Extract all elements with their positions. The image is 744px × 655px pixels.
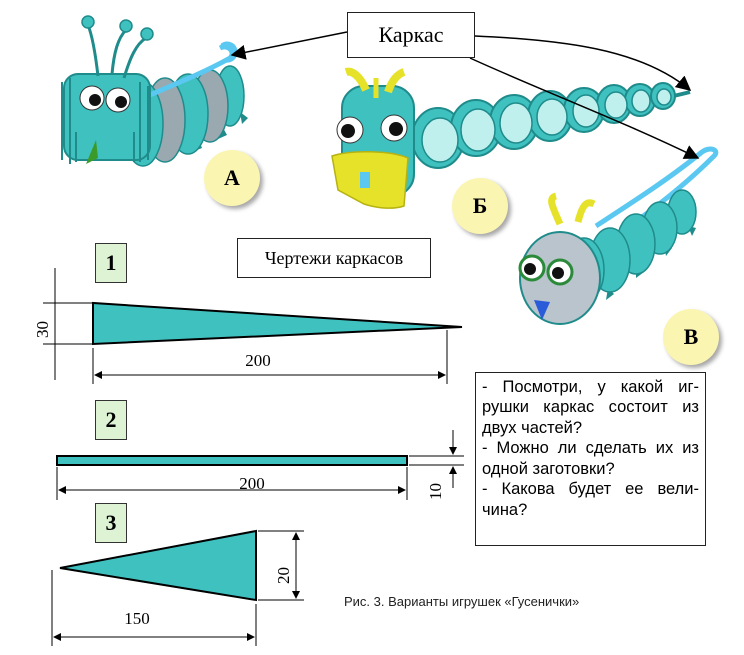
- caterpillar-a: [61, 15, 248, 167]
- toy-label-b: Б: [452, 178, 508, 234]
- toy-label-v: В: [663, 309, 719, 365]
- dim-3-height: 20: [274, 567, 293, 584]
- drawing-number-3: 3: [95, 503, 127, 543]
- frame-drawings-title: Чертежи каркасов: [237, 238, 431, 278]
- drawing-number-1: 1: [95, 243, 127, 283]
- questions-box: - Посмотри, у какой иг-рушки каркас сост…: [475, 372, 706, 546]
- drawing-1: [43, 268, 463, 384]
- question-2: - Можно ли сделать их из одной заготовки…: [482, 439, 699, 478]
- callout-arrows: [230, 31, 700, 159]
- dim-2-height: 10: [426, 483, 445, 500]
- drawing-number-2: 2: [95, 400, 127, 440]
- drawing-2: [56, 430, 464, 500]
- question-1: - Посмотри, у какой иг-рушки каркас сост…: [482, 378, 699, 437]
- drawing-3: [51, 529, 304, 646]
- toy-label-a: А: [204, 150, 260, 206]
- dim-3-length: 150: [124, 609, 150, 628]
- caterpillar-v: [518, 146, 719, 325]
- caterpillar-b: [331, 67, 691, 209]
- question-3: - Какова будет ее вели-чина?: [482, 480, 699, 519]
- dim-2-length: 200: [239, 474, 265, 493]
- figure-caption: Рис. 3. Варианты игрушек «Гусенички»: [344, 594, 580, 609]
- frame-callout-label: Каркас: [347, 12, 475, 58]
- dim-1-length: 200: [245, 351, 271, 370]
- dim-1-height: 30: [33, 321, 52, 338]
